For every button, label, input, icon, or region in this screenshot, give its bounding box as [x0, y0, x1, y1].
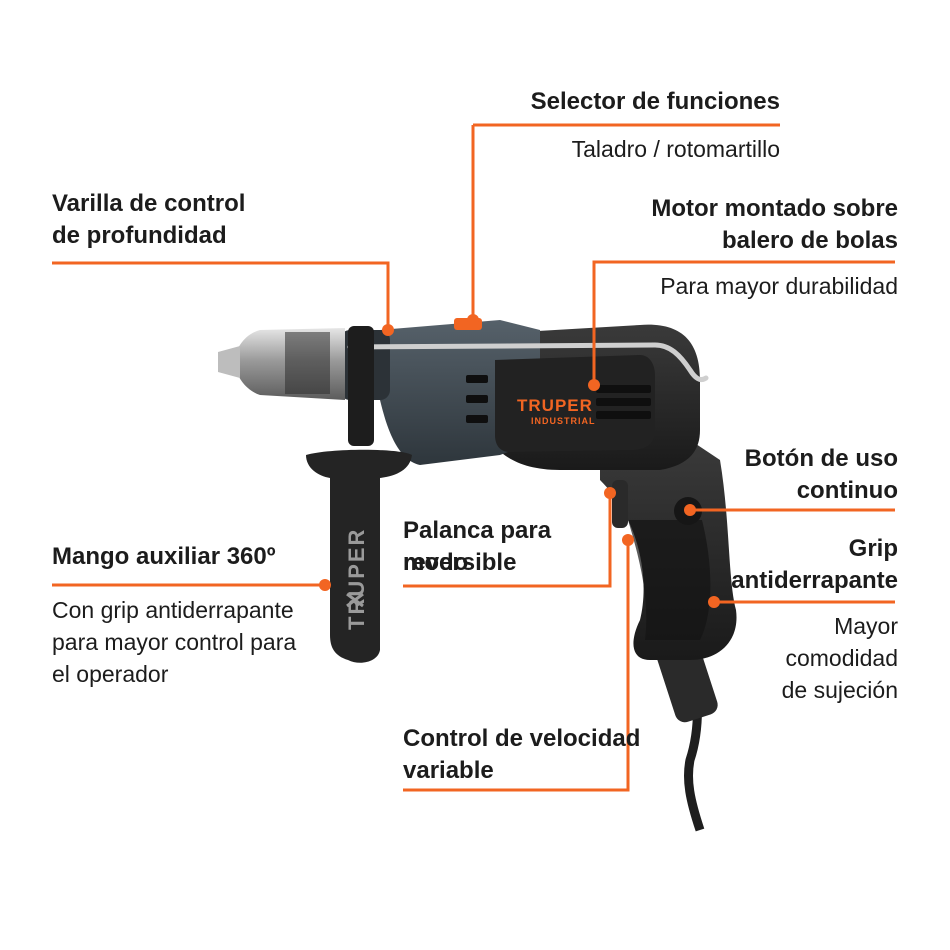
mango-desc-line3: el operador [52, 661, 169, 687]
callout-dots [319, 314, 720, 608]
selector-desc: Taladro / rotomartillo [571, 136, 780, 162]
grip-rubber [628, 520, 711, 640]
aux-handle-brand: TRUPER [344, 528, 369, 630]
selector-title: Selector de funciones [530, 88, 780, 115]
motor-desc: Para mayor durabilidad [660, 273, 898, 299]
vents [466, 375, 651, 423]
chuck-grip-ring [285, 332, 330, 394]
velocidad-title-line1: Control de velocidad [403, 725, 641, 752]
aux-handle-post [348, 326, 374, 446]
brand-sublogo: INDUSTRIAL [531, 416, 596, 426]
grip-title-line2: antiderrapante [731, 567, 898, 594]
chuck-tip [218, 346, 240, 378]
side-panel [495, 355, 655, 452]
depth-rod [347, 342, 709, 383]
leader-lines [52, 123, 895, 792]
grip-desc-line1: Mayor [834, 613, 898, 639]
varilla-title-line2: de profundidad [52, 222, 227, 249]
palanca-title-line1: Palanca para modo [403, 517, 552, 576]
motor-title-line2: balero de bolas [721, 227, 898, 254]
reverse-lever [612, 480, 628, 528]
mango-title: Mango auxiliar 360º [52, 543, 276, 570]
mango-desc-line2: para mayor control para [52, 629, 297, 655]
aux-handle [306, 449, 412, 663]
boton-title-line1: Botón de uso [744, 445, 898, 472]
palanca-title-line2: reversible [403, 549, 517, 576]
varilla-title-line1: Varilla de control [52, 190, 246, 217]
motor-title-line1: Motor montado sobre [651, 195, 898, 222]
velocidad-title-line2: variable [403, 757, 494, 784]
grip-desc-line3: de sujeción [781, 677, 898, 703]
aux-handle-logo-icon [346, 592, 364, 608]
grip-desc-line2: comodidad [785, 645, 898, 671]
mango-desc-line1: Con grip antiderrapante [52, 597, 294, 623]
grip-title-line1: Grip [848, 535, 898, 562]
boton-title-line2: continuo [796, 477, 898, 504]
brand-logo: TRUPER [517, 396, 593, 415]
